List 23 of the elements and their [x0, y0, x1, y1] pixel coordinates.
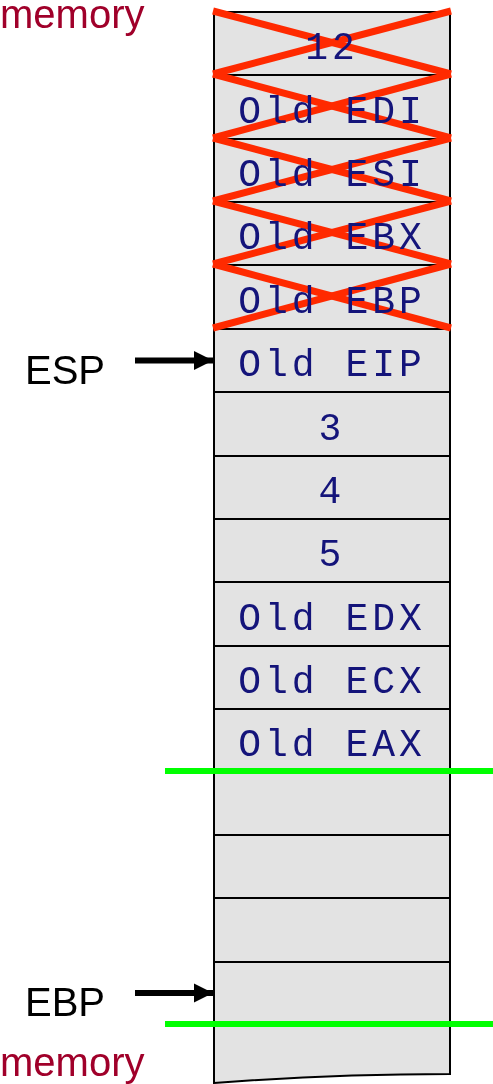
stack-cell — [213, 645, 451, 710]
cell-text: Old EIP — [238, 347, 426, 389]
stack-cell — [213, 771, 451, 836]
stack-cell — [213, 961, 451, 1084]
cell-text: Old EAX — [238, 727, 426, 769]
memory-label: memory — [0, 1042, 145, 1082]
stack-cell — [213, 581, 451, 647]
cell-text: Old ECX — [238, 664, 426, 706]
register-label: ESP — [25, 350, 120, 392]
stack-cell — [213, 834, 451, 899]
cell-text: 3 — [318, 411, 346, 453]
arrow — [135, 983, 213, 1003]
arrow — [135, 350, 213, 371]
memory-label: memory — [0, 0, 145, 34]
stack-cell — [213, 897, 451, 963]
stack-cell — [213, 455, 451, 520]
cell-text: Old EDX — [238, 601, 426, 643]
stack-cell — [213, 391, 451, 457]
cell-text: 5 — [318, 537, 346, 579]
stack-cell — [213, 328, 451, 393]
stack-cell — [213, 518, 451, 583]
register-label: EBP — [25, 982, 120, 1024]
cell-text: 4 — [318, 474, 346, 516]
